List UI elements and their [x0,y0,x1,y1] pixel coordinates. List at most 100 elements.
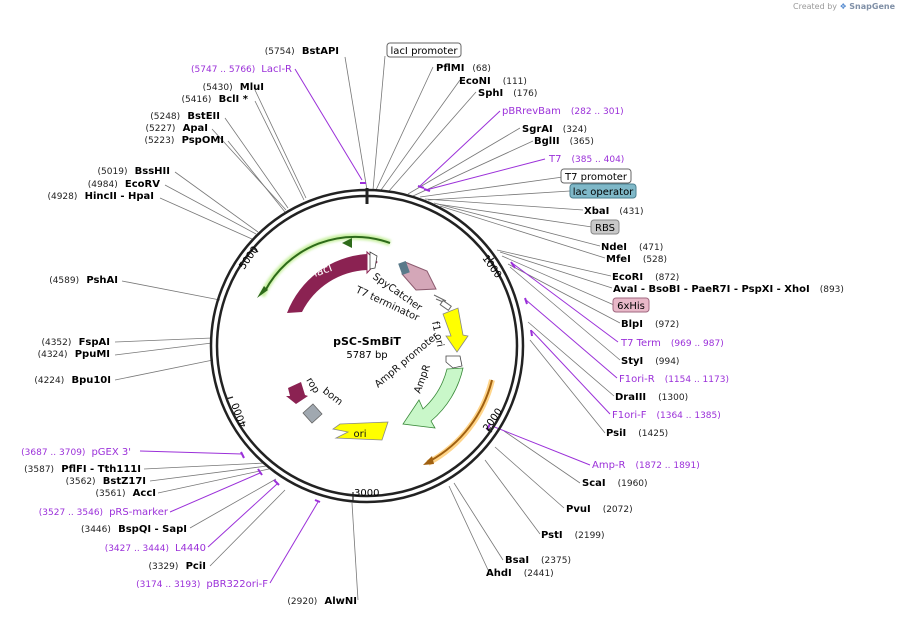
site-pvui: PvuI(2072) [566,504,633,515]
site-avai-xhoi: AvaI - BsoBI - PaeR7I - PspXI - XhoI(893… [613,284,844,295]
site-bspqi-sapi: (3446) BspQI - SapI [81,524,187,535]
bom-box [302,403,323,424]
primer-marks [240,182,533,503]
site-pflmi: PflMI(68) [436,63,491,74]
primer-labels: (5747 .. 5766)LacI-R pBRrevBam(282 .. 30… [21,64,729,590]
primer-pgex-3: (3687 .. 3709)pGEX 3' [21,447,131,458]
tick-label-5000: 5000 [237,245,261,272]
t7-promoter-label: T7 promoter [564,172,628,183]
plasmid-backbone [209,188,525,504]
primer-t7-term: T7 Term(969 .. 987) [620,338,724,349]
lacI-promoter-arrow [369,251,378,270]
snapgene-credit: Created by ❖ SnapGene [793,2,895,11]
credit-prefix: Created by [793,2,838,11]
ori-arrow [332,421,389,441]
laci-promoter-box [386,42,462,58]
t7-promoter-box [560,168,632,184]
site-sgrai: SgrAI(324) [522,124,587,135]
tick-label-1000: 1000 [480,253,504,280]
primer-prs-marker: (3527 .. 3546)pRS-marker [39,507,169,518]
ori-label: ori [353,429,366,440]
site-psti: PstI(2199) [541,530,605,541]
left-site-labels: (5754) BstAPI (5430) MluI (5416) BclI * … [24,46,357,607]
site-econi: EcoNI(111) [459,76,527,87]
rop-arrow [286,382,308,404]
tick-label-3000: 3000 [354,488,379,499]
site-bcli: (5416) BclI * [181,94,248,105]
ampr-promoter-arrow [445,355,463,369]
primer-laci-r: (5747 .. 5766)LacI-R [191,64,292,75]
spycatcher-arrowhead [342,238,352,248]
site-styi: StyI(994) [621,356,679,367]
primer-pbr322ori-f: (3174 .. 3193)pBR322ori-F [136,579,268,590]
site-bsteii: (5248) BstEII [150,111,220,122]
site-mlui: (5430) MluI [203,82,264,93]
site-scai: ScaI(1960) [582,478,648,489]
ampr-highlight-line [429,379,493,462]
lacI-gene-arrow [287,254,367,313]
site-bstapi: (5754) BstAPI [265,46,339,57]
site-sphi: SphI(176) [478,88,537,99]
primer-f1ori-r: F1ori-R(1154 .. 1173) [619,374,729,385]
site-psii: PsiI(1425) [606,428,668,439]
site-psppomi: (5223) PspOMI [144,135,224,146]
plasmid-name: pSC-SmBiT [333,335,401,348]
ampr-highlight-arrowhead [423,456,434,465]
6xhis-label: 6xHis [617,301,645,312]
primer-t7: T7(385 .. 404) [548,154,624,165]
credit-brand: SnapGene [849,2,895,11]
t7-terminator-mark [439,299,452,312]
right-site-leaders [375,66,621,573]
left-site-leaders [114,56,368,601]
site-fspai: (4352) FspAI [41,337,110,348]
laci-promoter-label: lacI promoter [391,46,459,57]
site-apai: (5227) ApaI [146,123,209,134]
boxed-leaders [372,55,615,306]
snapgene-logo-icon: ❖ [839,2,847,11]
site-ndei: NdeI(471) [601,242,663,253]
site-ecori: EcoRI(872) [612,272,679,283]
f1-ori-label: f1 ori [429,320,445,348]
lacI-label: lacI [312,261,334,280]
rbs-label: RBS [595,223,615,234]
spycatcher-stripe [398,260,410,276]
site-xbai: XbaI(431) [584,206,644,217]
right-site-labels: PflMI(68) EcoNI(111) SphI(176) SgrAI(324… [436,63,844,579]
site-draiii: DraIII(1300) [615,392,688,403]
site-pflfi-tth111i: (3587) PflFI - Tth111I [24,464,141,475]
ampr-gene-arrow [402,367,464,429]
site-bsshii: (5019) BssHII [98,166,170,177]
site-bpu10i: (4224) Bpu10I [34,375,111,386]
6xhis-box [612,297,650,313]
f1-ori-arrow [442,307,469,353]
primer-pbrrevbam: pBRrevBam(282 .. 301) [502,106,624,117]
primer-l4440: (3427 .. 3444)L4440 [105,543,206,554]
position-ticks [225,246,495,500]
primer-f1ori-f: F1ori-F(1364 .. 1385) [612,410,721,421]
site-pcii: (3329) PciI [148,561,206,572]
site-bstz17i: (3562) BstZ17I [66,476,146,487]
site-bsai: BsaI(2375) [505,555,571,566]
lac-operator-box [569,183,637,199]
primer-amp-r: Amp-R(1872 .. 1891) [592,460,700,471]
site-pshai: (4589) PshAI [49,275,118,286]
site-ahdi: AhdI(2441) [486,568,554,579]
site-mfei: MfeI(528) [606,254,667,265]
site-blpi: BlpI(972) [621,319,679,330]
site-bglii: BglII(365) [534,136,594,147]
site-hincii-hpai: (4928) HincII - HpaI [47,191,154,202]
primer-leaders [139,68,619,584]
plasmid-size: 5787 bp [346,350,387,361]
lacI-highlight-arrowhead [257,286,268,298]
lac-operator-label: lac operator [573,187,634,198]
site-acci: (3561) AccI [96,488,156,499]
lacI-highlight-arrow [264,235,391,292]
rbs-box [590,219,620,235]
site-ppumi: (4324) PpuMI [38,349,110,360]
rop-label: rop [303,376,321,396]
ampr-label: AmpR [412,363,433,395]
site-alwni: (2920) AlwNI [287,596,357,607]
boxed-feature-labels: lacI promoter T7 promoter lac operator R… [386,42,650,313]
site-ecorv: (4984) EcoRV [88,179,160,190]
